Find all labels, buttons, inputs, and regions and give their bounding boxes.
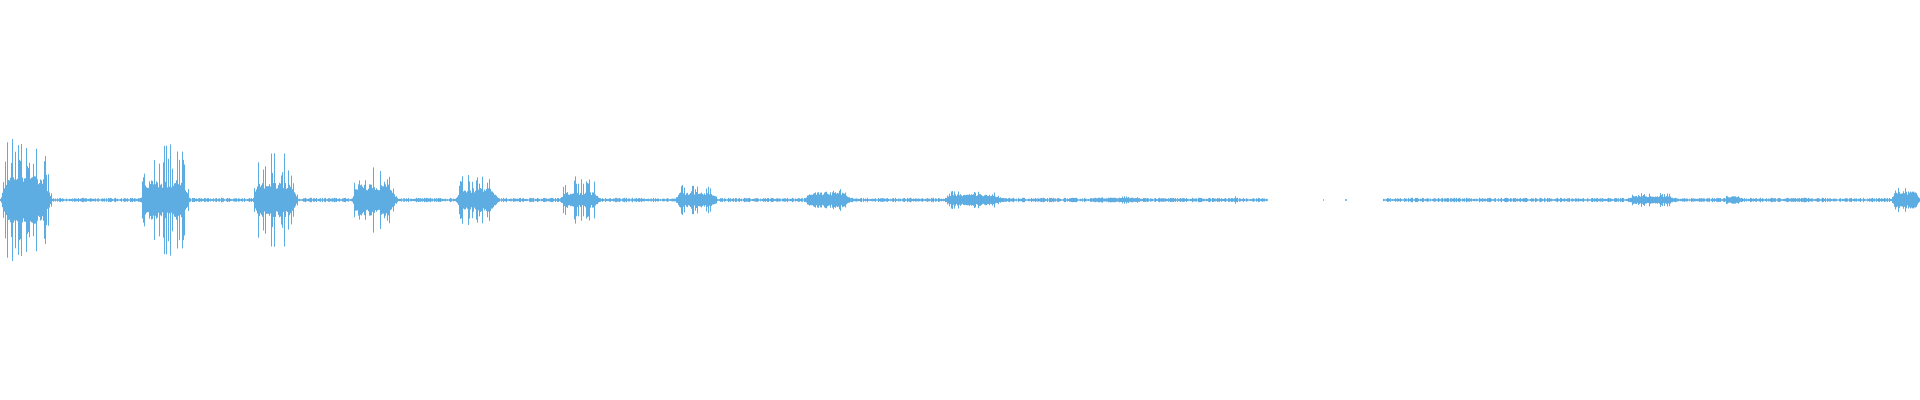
- waveform-burst-11: [1231, 196, 1238, 204]
- waveform-burst-9: [943, 191, 1004, 209]
- waveform-burst-6: [559, 176, 601, 224]
- waveform-burst-3: [252, 153, 298, 247]
- waveform-burst-4: [351, 167, 397, 233]
- waveform-burst-5: [455, 175, 499, 225]
- waveform-burst-13: [1724, 196, 1741, 204]
- waveform-bursts: [0, 139, 1920, 261]
- waveform-burst-12: [1626, 193, 1678, 207]
- waveform-burst-1: [0, 139, 52, 261]
- waveform-burst-10: [1091, 196, 1144, 204]
- waveform-burst-2: [140, 144, 190, 256]
- waveform-burst-8: [804, 189, 852, 211]
- waveform-burst-7: [674, 185, 718, 215]
- waveform-burst-14: [1891, 188, 1920, 212]
